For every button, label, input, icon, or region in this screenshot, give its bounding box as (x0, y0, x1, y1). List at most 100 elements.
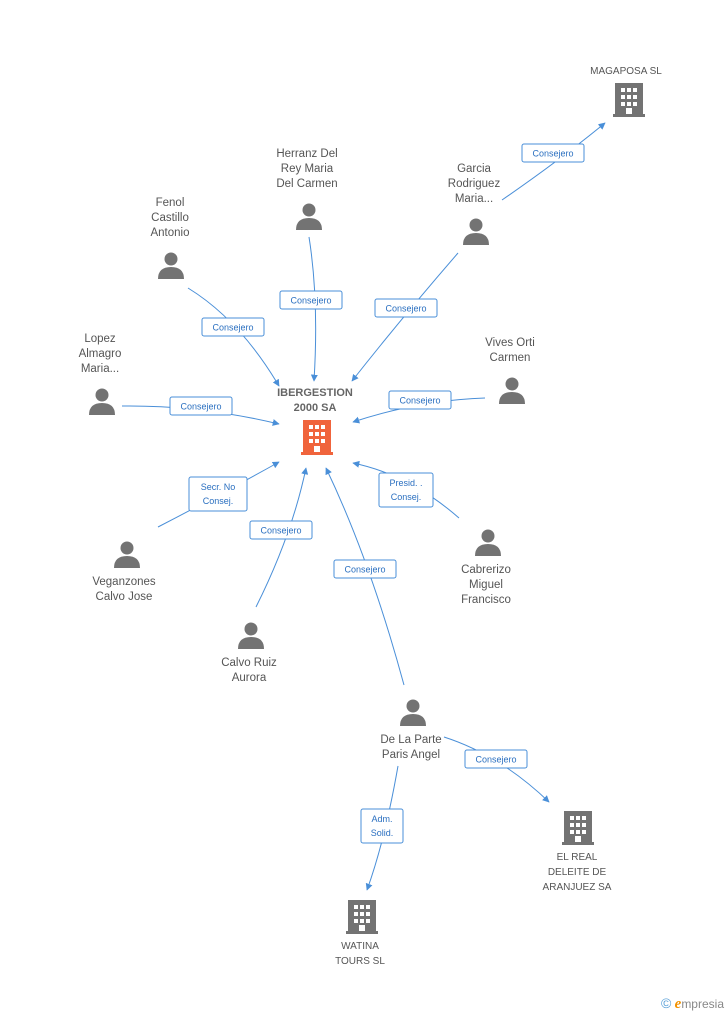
badge-delaparte[interactable]: Consejero (333, 559, 397, 579)
person-label-line3: Francisco (461, 594, 511, 606)
node-person-lopez[interactable]: Lopez Almagro Maria... (79, 333, 122, 415)
edge-fenol (187, 287, 280, 387)
badge-text-line1: Secr. No (201, 482, 236, 492)
badge-garcia[interactable]: Consejero (374, 298, 438, 318)
node-company-watina[interactable]: WATINA TOURS SL (335, 900, 385, 967)
badge-box (279, 290, 343, 310)
badge-text: Consejero (290, 296, 331, 306)
badge-text-line2: Solid. (371, 828, 394, 838)
person-label-line2: Paris Angel (382, 749, 440, 761)
building-icon (301, 420, 333, 455)
node-person-fenol[interactable]: Fenol Castillo Antonio (150, 197, 190, 279)
badge-box (521, 143, 585, 163)
node-person-delaparte[interactable]: De La Parte Paris Angel (380, 699, 442, 762)
company-label-line1: MAGAPOSA SL (590, 66, 662, 77)
person-label-line3: Del Carmen (276, 178, 337, 190)
person-label-line2: Rey Maria (281, 163, 334, 175)
node-person-calvo[interactable]: Calvo Ruiz Aurora (221, 622, 277, 685)
person-icon (89, 388, 115, 415)
person-icon (296, 203, 322, 230)
badge-text-line1: Adm. (371, 814, 392, 824)
badge-box (360, 808, 404, 844)
node-company-magaposa[interactable]: MAGAPOSA SL (590, 66, 662, 117)
building-icon (613, 83, 645, 117)
badge-lopez[interactable]: Consejero (169, 396, 233, 416)
badge-text-line2: Consej. (391, 492, 422, 502)
edge-delaparte-elreal (443, 736, 550, 803)
badge-calvo[interactable]: Consejero (249, 520, 313, 540)
badge-fenol[interactable]: Consejero (201, 317, 265, 337)
person-label-line2: Almagro (79, 348, 122, 360)
badge-box (378, 472, 434, 508)
person-label-line1: Calvo Ruiz (221, 657, 277, 669)
badge-herranz[interactable]: Consejero (279, 290, 343, 310)
badge-box (464, 749, 528, 769)
company-label-line1: EL REAL (557, 852, 598, 863)
person-label-line2: Castillo (151, 212, 189, 224)
badge-veganzones[interactable]: Secr. No Consej. (188, 476, 248, 512)
badges: Consejero Consejero Consejero Consejero … (169, 143, 585, 844)
badge-delaparte-watina[interactable]: Adm. Solid. (360, 808, 404, 844)
person-label-line1: Vives Orti (485, 337, 535, 349)
building-icon (562, 811, 594, 845)
node-person-garcia[interactable]: Garcia Rodriguez Maria... (448, 163, 501, 245)
person-icon (238, 622, 264, 649)
badge-box (388, 390, 452, 410)
person-label-line3: Maria... (455, 193, 493, 205)
badge-box (374, 298, 438, 318)
person-icon (114, 541, 140, 568)
node-person-herranz[interactable]: Herranz Del Rey Maria Del Carmen (276, 148, 338, 230)
company-label-line2: DELEITE DE (548, 867, 607, 878)
node-person-cabrerizo[interactable]: Cabrerizo Miguel Francisco (461, 529, 511, 607)
person-label-line1: Lopez (84, 333, 116, 345)
badge-text: Consejero (475, 755, 516, 765)
person-label-line3: Antonio (150, 227, 189, 239)
person-label-line1: Fenol (156, 197, 185, 209)
edge-garcia (351, 252, 459, 382)
badge-text: Consejero (399, 396, 440, 406)
badge-box (201, 317, 265, 337)
badge-garcia-magaposa[interactable]: Consejero (521, 143, 585, 163)
badge-text: Consejero (385, 304, 426, 314)
person-label-line3: Maria... (81, 363, 119, 375)
company-label-line1: WATINA (341, 941, 379, 952)
copyright-icon: © (660, 995, 672, 1011)
badge-delaparte-elreal[interactable]: Consejero (464, 749, 528, 769)
person-label-line1: Cabrerizo (461, 564, 511, 576)
badge-cabrerizo[interactable]: Presid. . Consej. (378, 472, 434, 508)
person-icon (499, 377, 525, 404)
badge-vives[interactable]: Consejero (388, 390, 452, 410)
person-label-line2: Aurora (232, 672, 267, 684)
main-company-label-line2: 2000 SA (294, 402, 337, 414)
badge-box (188, 476, 248, 512)
footer-brand: © empresia (661, 995, 724, 1013)
person-label-line1: Herranz Del (276, 148, 337, 160)
node-person-veganzones[interactable]: Veganzones Calvo Jose (92, 541, 156, 604)
brand-logo-initial: e (674, 996, 682, 1012)
person-icon (475, 529, 501, 556)
badge-text-line1: Presid. . (389, 478, 422, 488)
main-company-label-line1: IBERGESTION (277, 387, 353, 399)
company-label-line2: TOURS SL (335, 956, 385, 967)
badge-box (249, 520, 313, 540)
person-label-line2: Rodriguez (448, 178, 501, 190)
node-company-elreal[interactable]: EL REAL DELEITE DE ARANJUEZ SA (543, 811, 612, 893)
person-label-line2: Carmen (490, 352, 531, 364)
badge-text: Consejero (260, 526, 301, 536)
badge-box (333, 559, 397, 579)
person-label-line1: Garcia (457, 163, 491, 175)
badge-text: Consejero (212, 323, 253, 333)
node-person-vives[interactable]: Vives Orti Carmen (485, 337, 535, 404)
person-label-line1: Veganzones (92, 576, 156, 588)
person-label-line1: De La Parte (380, 734, 441, 746)
node-main-company[interactable]: IBERGESTION 2000 SA (277, 387, 353, 455)
badge-text: Consejero (532, 149, 573, 159)
person-label-line2: Calvo Jose (96, 591, 153, 603)
person-icon (158, 252, 184, 279)
person-label-line2: Miguel (469, 579, 503, 591)
company-label-line3: ARANJUEZ SA (543, 882, 612, 893)
badge-box (169, 396, 233, 416)
building-icon (346, 900, 378, 934)
badge-text: Consejero (344, 565, 385, 575)
